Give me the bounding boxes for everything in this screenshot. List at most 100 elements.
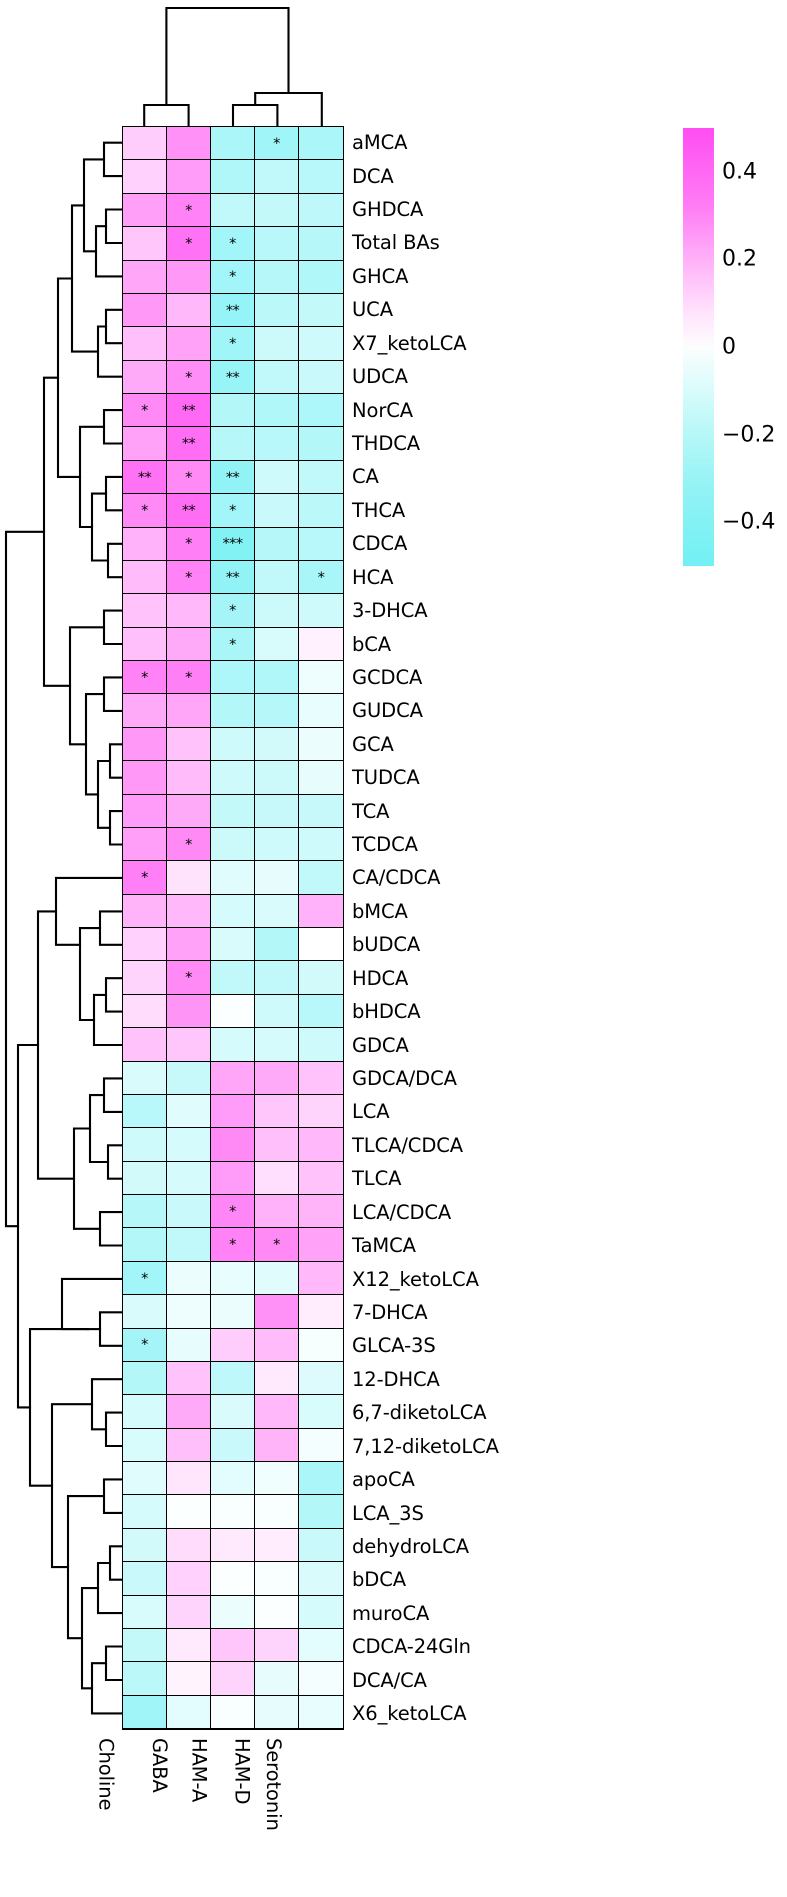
heatmap-cell xyxy=(211,1261,255,1296)
column-label: GABA xyxy=(147,1738,171,1793)
row-label: X12_ketoLCA xyxy=(352,1267,479,1291)
heatmap-cell: ** xyxy=(167,427,211,461)
row-label: 3-DHCA xyxy=(352,599,428,623)
row-label: CDCA-24Gln xyxy=(352,1635,471,1659)
heatmap-cell xyxy=(255,627,299,661)
significance-marker: * xyxy=(229,336,236,353)
heatmap-cell xyxy=(123,160,167,194)
heatmap-cell: ** xyxy=(167,394,211,428)
heatmap-cell xyxy=(123,127,167,161)
heatmap-cell xyxy=(255,1195,299,1229)
heatmap-cell xyxy=(255,1395,299,1429)
heatmap-cell xyxy=(123,193,167,228)
heatmap-cell: * xyxy=(211,227,255,261)
heatmap-cell: * xyxy=(123,394,167,428)
colorbar-tick: −0.4 xyxy=(722,509,776,535)
heatmap-cell xyxy=(123,260,167,294)
heatmap-cell xyxy=(299,1462,343,1496)
row-label: UDCA xyxy=(352,365,408,389)
heatmap-cell xyxy=(299,727,343,762)
heatmap-cell xyxy=(167,1128,211,1162)
row-label: bHDCA xyxy=(352,1000,421,1024)
heatmap-cell xyxy=(123,1361,167,1396)
heatmap-cell xyxy=(299,694,343,728)
row-label: bDCA xyxy=(352,1568,406,1592)
heatmap-cell xyxy=(167,1695,211,1729)
heatmap-cell xyxy=(123,627,167,661)
heatmap-cell xyxy=(167,594,211,628)
heatmap-cell xyxy=(299,527,343,561)
heatmap-cell xyxy=(167,1295,211,1329)
heatmap-cell: * xyxy=(167,193,211,228)
heatmap-cell xyxy=(167,1428,211,1462)
heatmap-cell xyxy=(211,694,255,728)
heatmap-cell xyxy=(255,1094,299,1129)
heatmap-cell xyxy=(167,160,211,194)
heatmap-cell xyxy=(167,1094,211,1129)
row-label: apoCA xyxy=(352,1468,415,1492)
colorbar-tick: 0 xyxy=(722,334,736,360)
heatmap-cell xyxy=(299,1128,343,1162)
significance-marker: ** xyxy=(225,302,240,319)
heatmap-cell xyxy=(299,1228,343,1262)
row-label: NorCA xyxy=(352,398,413,422)
row-label: HDCA xyxy=(352,966,409,990)
significance-marker: * xyxy=(229,503,236,520)
row-label: LCA/CDCA xyxy=(352,1200,452,1224)
heatmap-cell xyxy=(255,260,299,294)
significance-marker: * xyxy=(229,636,236,653)
heatmap-cell xyxy=(123,1528,167,1563)
heatmap-cell xyxy=(255,794,299,828)
heatmap-cell: ** xyxy=(167,494,211,528)
heatmap-cell xyxy=(299,1395,343,1429)
heatmap-cell xyxy=(299,327,343,361)
row-label: 6,7-diketoLCA xyxy=(352,1401,487,1425)
row-label: THCA xyxy=(352,498,406,522)
heatmap-cell xyxy=(123,427,167,461)
heatmap-cell xyxy=(167,794,211,828)
heatmap-cell xyxy=(167,1061,211,1095)
row-label: TCDCA xyxy=(352,833,418,857)
significance-marker: * xyxy=(141,1270,148,1287)
significance-marker: * xyxy=(141,870,148,887)
row-label: bUDCA xyxy=(352,933,421,957)
heatmap-cell xyxy=(299,594,343,628)
heatmap-cell xyxy=(123,293,167,328)
heatmap-cell xyxy=(211,761,255,795)
heatmap-cell: ** xyxy=(211,360,255,394)
significance-marker: * xyxy=(229,603,236,620)
heatmap-cell xyxy=(167,293,211,328)
heatmap-cell xyxy=(167,127,211,161)
significance-marker: ** xyxy=(181,436,196,453)
heatmap-cell xyxy=(167,260,211,294)
heatmap-cell xyxy=(167,1528,211,1563)
column-label: HAM-D xyxy=(230,1738,254,1805)
heatmap-cell xyxy=(211,160,255,194)
row-label: TCA xyxy=(352,799,390,823)
significance-marker: * xyxy=(317,569,325,586)
heatmap-cell xyxy=(211,928,255,962)
column-dendrogram xyxy=(143,6,323,128)
colorbar-tick: 0.4 xyxy=(722,159,757,185)
heatmap-cell: * xyxy=(211,327,255,361)
heatmap-cell xyxy=(299,1528,343,1563)
heatmap-cell xyxy=(299,1061,343,1095)
heatmap-cell xyxy=(255,1562,299,1596)
heatmap-cell xyxy=(255,1361,299,1396)
heatmap-cell xyxy=(255,928,299,962)
heatmap-cell: * xyxy=(299,560,343,595)
colorbar-tick: −0.2 xyxy=(722,422,776,448)
heatmap-cell xyxy=(255,1428,299,1462)
row-label: GHCA xyxy=(352,264,409,288)
heatmap-cell xyxy=(255,427,299,461)
heatmap-cell xyxy=(123,594,167,628)
heatmap-cell: * xyxy=(167,560,211,595)
significance-marker: ** xyxy=(181,402,196,419)
heatmap-cell xyxy=(123,827,167,862)
row-label: LCA_3S xyxy=(352,1501,424,1525)
heatmap-cell xyxy=(299,1595,343,1629)
row-label: CA/CDCA xyxy=(352,866,441,890)
row-label: 12-DHCA xyxy=(352,1367,440,1391)
heatmap-cell xyxy=(211,727,255,762)
